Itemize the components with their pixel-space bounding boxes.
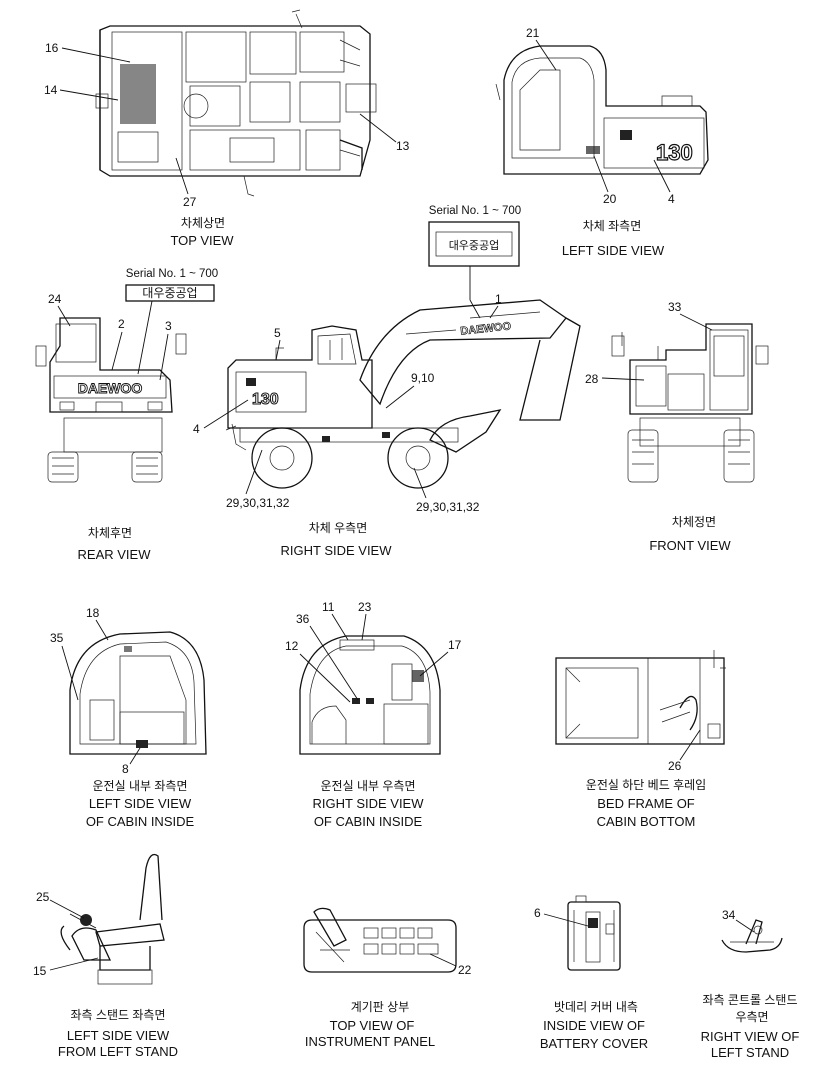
top-view-caption-ko: 차체상면 [181, 216, 225, 230]
panel-caption-2: INSTRUMENT PANEL [305, 1034, 435, 1049]
left-side-model-badge: 130 [656, 140, 693, 165]
seat-callouts: 25 15 [33, 890, 99, 978]
callout-20: 20 [603, 192, 617, 206]
bed-frame-drawing [555, 650, 726, 745]
serial-decal-text-rear: 대우중공업 [142, 286, 197, 300]
stand-caption-1: RIGHT VIEW OF [701, 1029, 800, 1044]
callout-4-left: 4 [668, 192, 675, 206]
cabin-right-callouts: 11 23 36 12 17 [285, 600, 462, 703]
battery-caption-2: BATTERY COVER [540, 1036, 648, 1051]
callout-2: 2 [118, 317, 125, 331]
rear-caption: REAR VIEW [78, 547, 152, 562]
battery-caption-1: INSIDE VIEW OF [543, 1018, 645, 1033]
instrument-panel-callouts: 22 [429, 953, 472, 977]
serial-decal-rear: Serial No. 1 ~ 700 대우중공업 [125, 268, 218, 375]
callout-14: 14 [44, 83, 58, 97]
bed-frame-caption-2: CABIN BOTTOM [597, 814, 696, 829]
callout-17: 17 [448, 638, 462, 652]
callout-11: 11 [322, 600, 335, 614]
right-side-model-badge: 130 [252, 391, 279, 408]
callout-18: 18 [86, 606, 100, 620]
callout-3: 3 [165, 319, 172, 333]
left-stand-callouts: 34 [722, 908, 755, 933]
left-side-callouts: 21 20 4 [526, 26, 675, 206]
rear-brand-badge: DAEWOO [78, 380, 143, 396]
callout-22: 22 [458, 963, 472, 977]
seat-drawing [60, 853, 165, 985]
stand-caption-ko-1: 좌측 콘트롤 스탠드 [703, 993, 798, 1007]
serial-label-upper: Serial No. 1 ~ 700 [429, 205, 521, 217]
callout-9-10: 9,10 [411, 371, 435, 385]
callout-29-32-right: 29,30,31,32 [416, 500, 480, 514]
callout-23: 23 [358, 600, 372, 614]
bed-frame-caption-1: BED FRAME OF [597, 796, 695, 811]
seat-caption-1: LEFT SIDE VIEW [67, 1028, 170, 1043]
cabin-right-caption-ko: 운전실 내부 우측면 [321, 779, 416, 793]
callout-34: 34 [722, 908, 736, 922]
right-side-view-drawing: 130 DAEWOO [225, 299, 581, 489]
instrument-panel-drawing [303, 907, 457, 973]
serial-decal-upper: Serial No. 1 ~ 700 대우중공업 [428, 205, 521, 300]
callout-13: 13 [396, 139, 410, 153]
front-view-callouts: 33 28 [585, 300, 713, 386]
callout-8: 8 [122, 762, 129, 776]
callout-36: 36 [296, 612, 310, 626]
cabin-right-caption-2: OF CABIN INSIDE [314, 814, 423, 829]
callout-27: 27 [183, 195, 197, 209]
callout-21: 21 [526, 26, 540, 40]
left-stand-drawing [721, 919, 783, 953]
bed-frame-callouts: 26 [668, 729, 701, 773]
callout-16: 16 [45, 41, 59, 55]
seat-caption-ko: 좌측 스탠드 좌측면 [71, 1008, 166, 1022]
callout-5: 5 [274, 326, 281, 340]
callout-6: 6 [534, 906, 541, 920]
callout-26: 26 [668, 759, 682, 773]
right-side-callouts: 1 5 9,10 4 29,30,31,32 29,30,31,32 [193, 292, 502, 514]
panel-caption-ko: 계기판 상부 [351, 1000, 410, 1014]
top-view-caption: TOP VIEW [170, 233, 234, 248]
battery-cover-callouts: 6 [534, 906, 589, 927]
right-side-caption: RIGHT SIDE VIEW [281, 543, 393, 558]
rear-caption-ko: 차체후면 [88, 526, 132, 540]
callout-12: 12 [285, 639, 299, 653]
front-caption-ko: 차체정면 [672, 515, 716, 529]
cabin-left-callouts: 18 35 8 [50, 606, 141, 776]
callout-1: 1 [495, 292, 502, 306]
cabin-left-caption-ko: 운전실 내부 좌측면 [93, 779, 188, 793]
front-view-drawing [611, 323, 769, 483]
top-view-callouts: 16 14 13 27 [44, 41, 410, 209]
cabin-right-drawing [299, 635, 441, 755]
callout-25: 25 [36, 890, 50, 904]
battery-caption-ko: 밧데리 커버 내측 [554, 1000, 638, 1014]
battery-cover-drawing [567, 895, 621, 971]
stand-caption-2: LEFT STAND [711, 1045, 789, 1060]
left-side-caption-ko: 차체 좌측면 [583, 219, 642, 233]
callout-29-32-left: 29,30,31,32 [226, 496, 290, 510]
front-caption: FRONT VIEW [649, 538, 731, 553]
right-side-caption-ko: 차체 우측면 [309, 521, 368, 535]
cabin-left-drawing [69, 631, 207, 755]
rear-view-callouts: 24 2 3 [48, 292, 172, 381]
callout-24: 24 [48, 292, 62, 306]
cabin-left-caption-1: LEFT SIDE VIEW [89, 796, 192, 811]
boom-brand-badge: DAEWOO [460, 320, 512, 337]
serial-label-rear: Serial No. 1 ~ 700 [126, 268, 218, 280]
panel-caption-1: TOP VIEW OF [330, 1018, 415, 1033]
serial-decal-text-upper: 대우중공업 [449, 239, 500, 252]
callout-33: 33 [668, 300, 682, 314]
left-side-caption: LEFT SIDE VIEW [562, 243, 665, 258]
rear-view-drawing: DAEWOO [35, 317, 187, 483]
seat-caption-2: FROM LEFT STAND [58, 1044, 178, 1059]
callout-35: 35 [50, 631, 64, 645]
left-side-view-drawing: 130 [495, 45, 709, 175]
cabin-right-caption-1: RIGHT SIDE VIEW [313, 796, 425, 811]
callout-4-right: 4 [193, 422, 200, 436]
cabin-left-caption-2: OF CABIN INSIDE [86, 814, 195, 829]
stand-caption-ko-2: 우측면 [735, 1010, 768, 1024]
top-view-drawing [95, 9, 377, 197]
callout-15: 15 [33, 964, 47, 978]
callout-28: 28 [585, 372, 599, 386]
bed-frame-caption-ko: 운전실 하단 베드 후레임 [586, 778, 706, 792]
